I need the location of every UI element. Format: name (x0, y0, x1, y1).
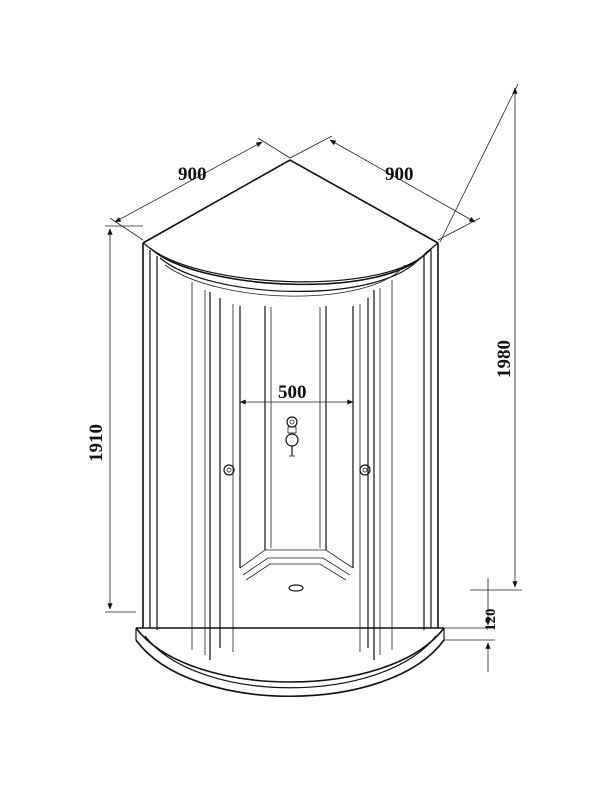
back-wall (239, 306, 354, 581)
width-left-label: 900 (178, 164, 207, 185)
height-total-label: 1980 (494, 340, 515, 378)
dimension-width-right: 900 (289, 135, 481, 241)
left-fixed-panel (142, 243, 211, 660)
dimension-door-opening: 500 (239, 382, 354, 405)
dimension-height-cabin: 1910 (86, 225, 143, 613)
door-opening-label: 500 (278, 382, 307, 403)
drain (288, 584, 304, 592)
right-fixed-panel (373, 243, 439, 660)
sliding-doors (219, 298, 369, 652)
dimension-tray-height: 120 (444, 578, 499, 672)
left-handle-knob (223, 464, 235, 476)
width-right-label: 900 (385, 164, 414, 185)
door-handles (223, 464, 371, 476)
height-cabin-label: 1910 (86, 424, 107, 462)
right-handle-knob (359, 464, 371, 476)
tray-height-label: 120 (483, 609, 499, 632)
shower-tray (135, 584, 445, 698)
dimension-height-total: 1980 (439, 83, 522, 591)
mixer-faucet (285, 416, 299, 457)
dimension-width-left: 900 (109, 137, 291, 241)
